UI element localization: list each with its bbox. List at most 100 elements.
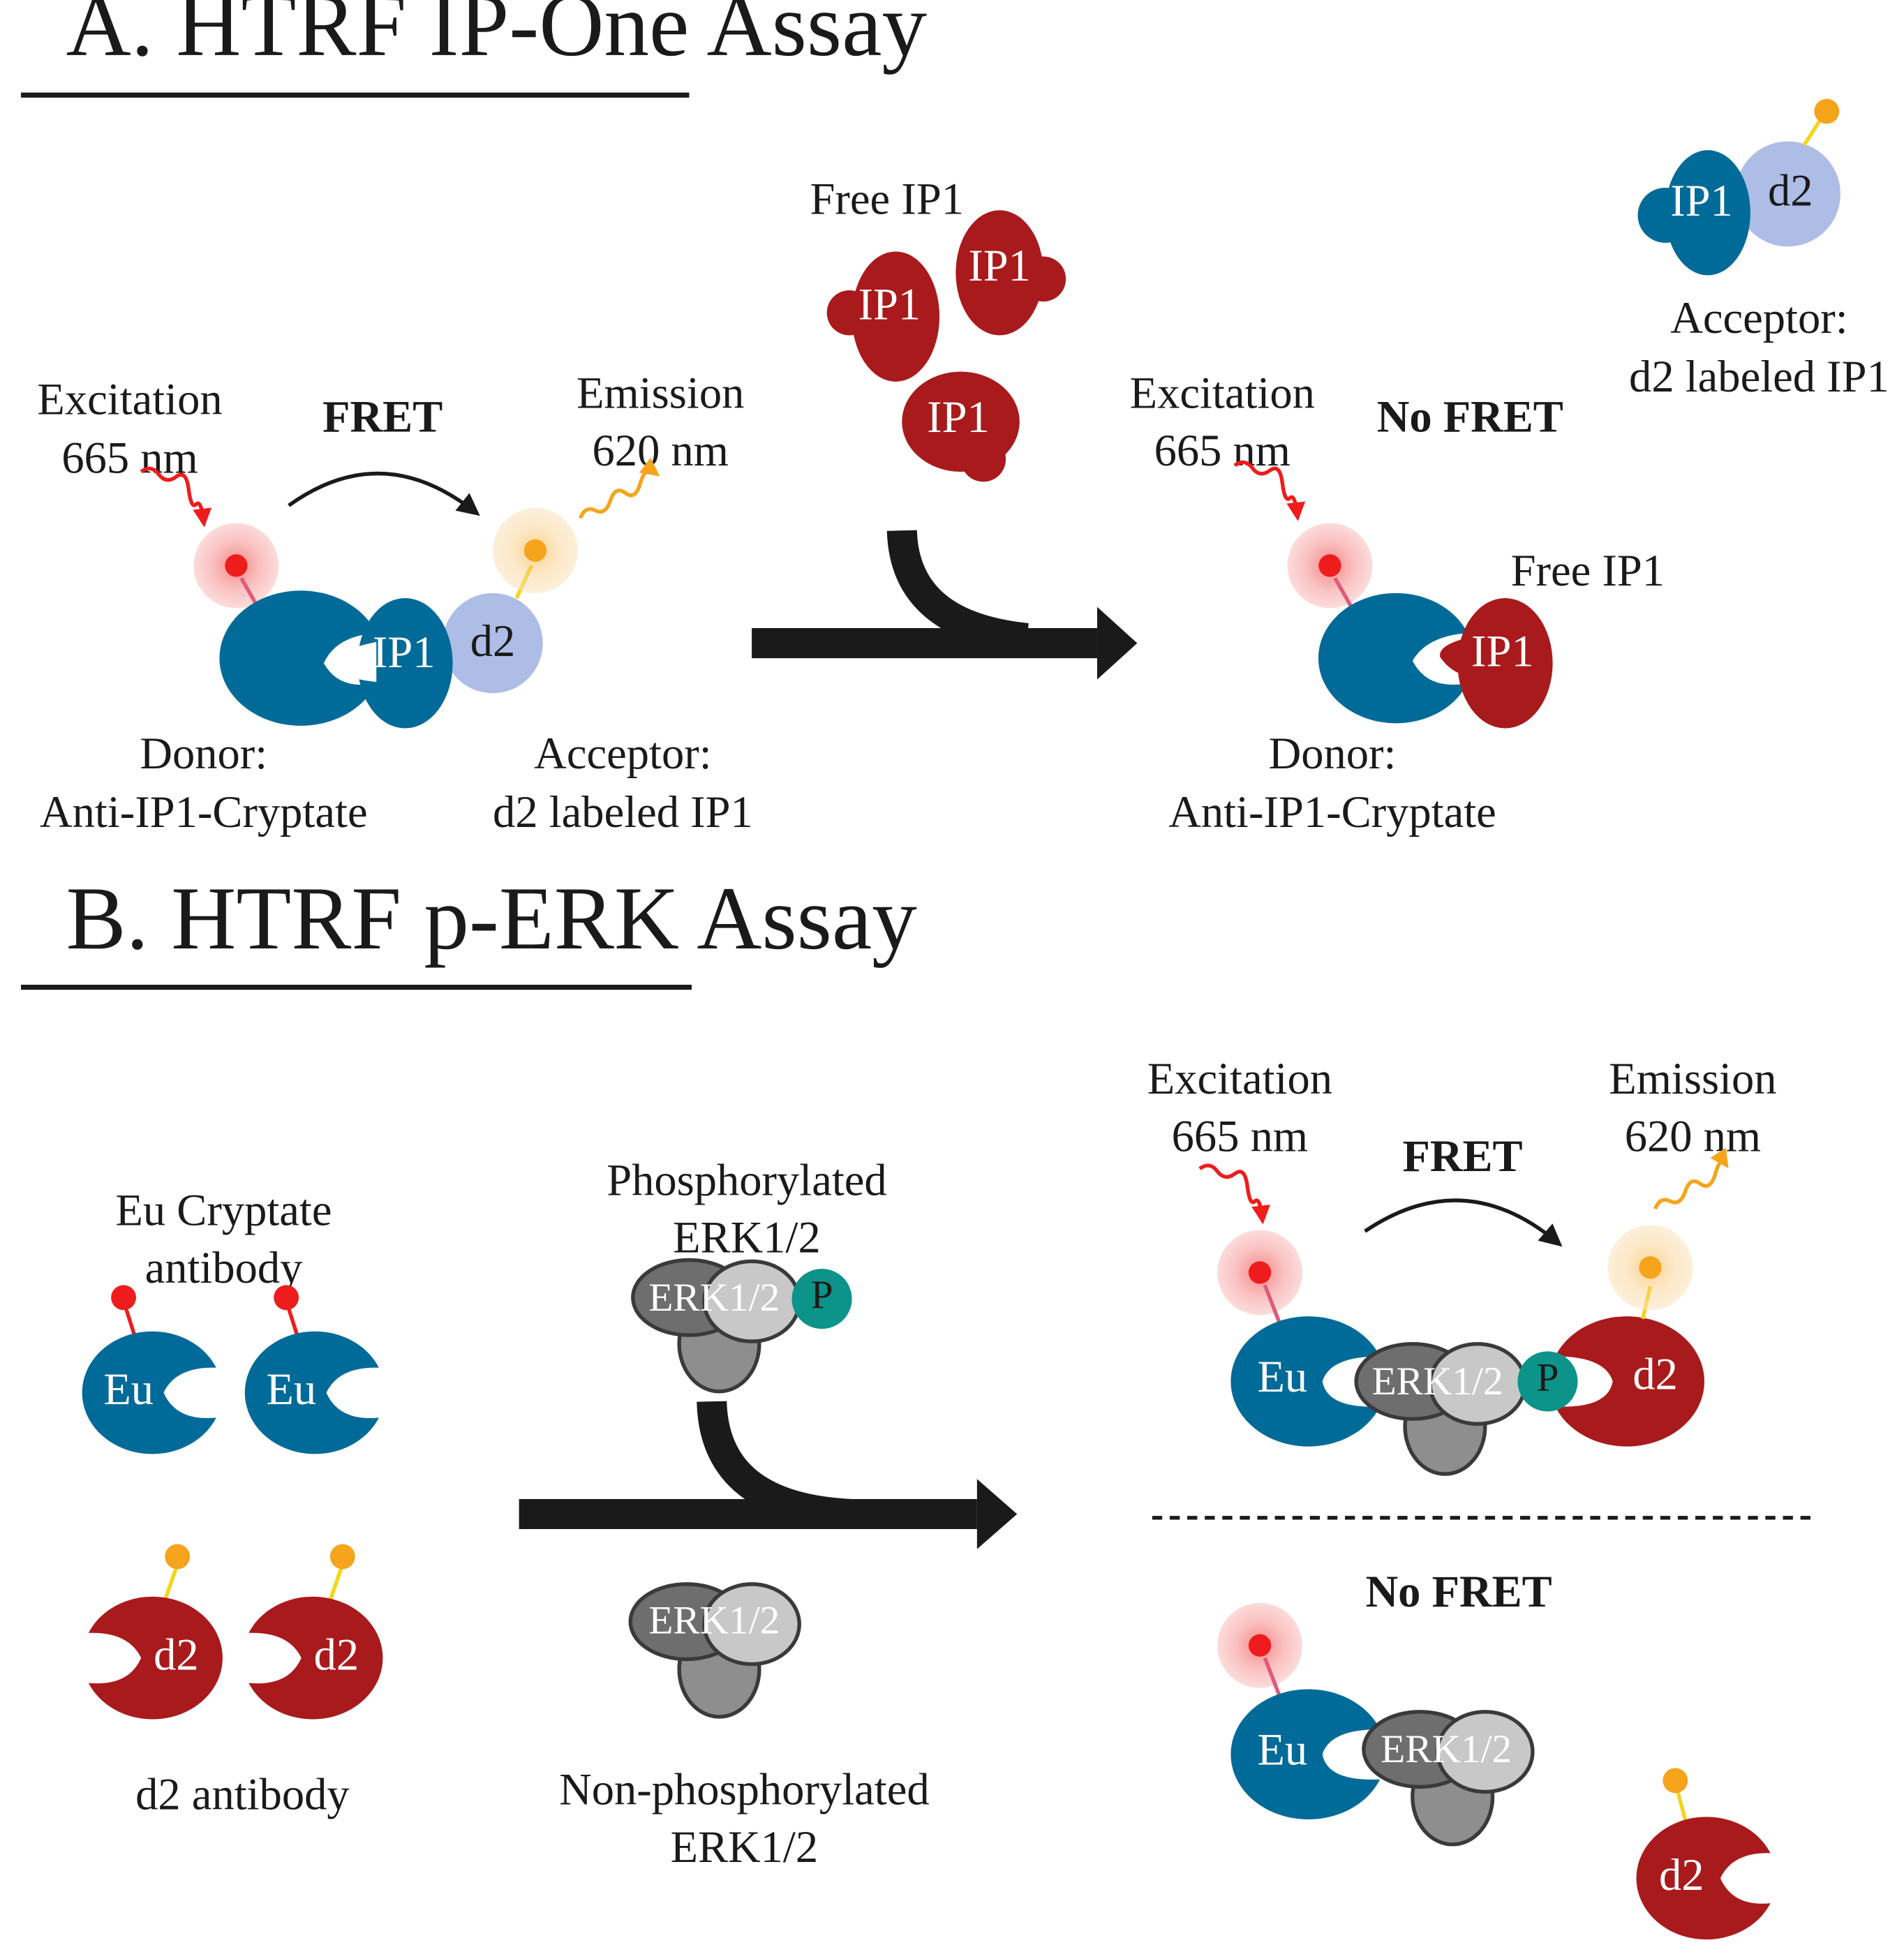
a-fret-label: FRET bbox=[322, 392, 442, 442]
a-right-donor-antibody-icon bbox=[1318, 593, 1468, 724]
a-acceptor-d2-icon bbox=[442, 593, 543, 694]
panel-a: A. HTRF IP-One Assay Excitation 665 nm F… bbox=[21, 0, 1889, 837]
b-phospho-label-2: ERK1/2 bbox=[673, 1212, 821, 1262]
b-d2-acceptor-icon bbox=[1555, 1316, 1704, 1447]
a-ip1-notch-icon bbox=[329, 641, 377, 683]
b-nf-donor-fluorophore-icon bbox=[1248, 1634, 1272, 1657]
b-eu-antibody: Eu bbox=[244, 1285, 379, 1454]
b-excitation-label: Excitation bbox=[1147, 1053, 1332, 1103]
b-donor-fluorophore-icon bbox=[1248, 1261, 1272, 1284]
b-complex-p-icon bbox=[1517, 1351, 1578, 1412]
a-legend-acceptor-name: d2 labeled IP1 bbox=[1629, 351, 1889, 401]
a-acceptor-name: d2 labeled IP1 bbox=[493, 787, 753, 837]
b-complex-erk-molecule: ERK1/2 bbox=[1354, 1341, 1527, 1476]
b-nonphospho-label: Non-phosphorylated bbox=[559, 1764, 930, 1814]
b-eu-cryptate-label-2: antibody bbox=[145, 1242, 304, 1292]
b-d2-acceptor-text: d2 bbox=[1632, 1349, 1678, 1399]
a-right-excitation-label: Excitation bbox=[1130, 368, 1315, 418]
a-right-donor-name: Anti-IP1-Cryptate bbox=[1168, 787, 1496, 837]
a-bound-free-ip1-molecule: IP1 bbox=[1440, 598, 1553, 729]
a-reaction-arrowhead-icon bbox=[1096, 606, 1138, 680]
b-phospho-erk-text: ERK1/2 bbox=[648, 1276, 780, 1320]
b-nf-donor-linker-icon bbox=[1263, 1657, 1282, 1698]
b-d2-text-1: d2 bbox=[154, 1629, 199, 1679]
b-d2-antibody: d2 bbox=[248, 1544, 383, 1720]
b-complex-erk-text: ERK1/2 bbox=[1372, 1359, 1503, 1403]
a-acceptor-fluorophore-icon bbox=[523, 539, 547, 562]
a-excitation-label: Excitation bbox=[37, 373, 222, 424]
a-excitation-wavelength: 665 nm bbox=[61, 433, 198, 483]
b-excitation-wavelength: 665 nm bbox=[1172, 1111, 1308, 1161]
a-legend-d2-text: d2 bbox=[1768, 165, 1813, 216]
a-donor-name: Anti-IP1-Cryptate bbox=[40, 787, 368, 837]
a-free-ip1-molecule: IP1 bbox=[955, 210, 1066, 336]
b-emission-label: Emission bbox=[1609, 1053, 1776, 1103]
b-acceptor-fluorophore-icon bbox=[1639, 1256, 1662, 1279]
a-donor-antibody-icon bbox=[219, 590, 377, 726]
b-phospho-p-text: P bbox=[811, 1273, 833, 1317]
panel-a-heading: A. HTRF IP-One Assay bbox=[66, 0, 928, 75]
panel-b-heading: B. HTRF p-ERK Assay bbox=[66, 868, 918, 968]
a-no-fret-label: No FRET bbox=[1377, 392, 1563, 442]
a-legend-acceptor: IP1 d2 bbox=[1637, 98, 1840, 276]
a-fret-arrow-icon bbox=[288, 471, 480, 516]
a-free-ip1-molecule: IP1 bbox=[826, 251, 940, 382]
a-free-ip1-bound-label: Free IP1 bbox=[1511, 545, 1665, 595]
a-legend-fluorophore-icon bbox=[1814, 98, 1840, 124]
b-nonphospho-label-2: ERK1/2 bbox=[671, 1821, 819, 1872]
a-emission-wavelength: 620 nm bbox=[593, 425, 729, 475]
b-nf-d2-text: d2 bbox=[1659, 1849, 1704, 1900]
b-reaction-arrowhead-icon bbox=[976, 1479, 1018, 1549]
b-eu-text-1: Eu bbox=[103, 1364, 154, 1414]
b-no-fret-label: No FRET bbox=[1366, 1566, 1552, 1616]
a-acceptor-ip1-icon bbox=[357, 598, 453, 729]
a-free-ip1-molecule: IP1 bbox=[902, 371, 1020, 482]
b-emission-squiggle-icon bbox=[1653, 1147, 1729, 1210]
b-reaction-curve-icon bbox=[697, 1401, 853, 1529]
b-fret-label: FRET bbox=[1402, 1131, 1522, 1181]
a-free-ip1-text-2: IP1 bbox=[968, 240, 1031, 290]
b-eu-cryptate-label: Eu Cryptate bbox=[115, 1184, 332, 1235]
b-phospho-label: Phosphorylated bbox=[607, 1154, 887, 1205]
b-nf-eu-donor-icon bbox=[1230, 1689, 1381, 1819]
a-donor-fluorophore-icon bbox=[225, 554, 248, 577]
b-nf-erk-text: ERK1/2 bbox=[1381, 1727, 1512, 1771]
b-nf-d2-antibody: d2 bbox=[1636, 1768, 1771, 1940]
b-eu-text-2: Eu bbox=[266, 1364, 316, 1414]
b-d2-antibody: d2 bbox=[88, 1544, 223, 1720]
a-reaction-curve-icon bbox=[886, 530, 1029, 653]
b-d2-antibody-label: d2 antibody bbox=[135, 1769, 350, 1819]
a-right-donor-fluorophore-icon bbox=[1318, 554, 1341, 577]
a-right-excitation-wavelength: 665 nm bbox=[1154, 425, 1291, 475]
b-phospho-p-icon bbox=[791, 1269, 852, 1329]
b-phospho-erk-molecule: ERK1/2 P bbox=[631, 1258, 852, 1394]
a-ip1-text: IP1 bbox=[373, 627, 436, 677]
b-excitation-squiggle-icon bbox=[1198, 1163, 1270, 1225]
b-emission-wavelength: 620 nm bbox=[1625, 1111, 1761, 1161]
b-eu-donor-icon bbox=[1230, 1316, 1381, 1447]
a-d2-text: d2 bbox=[470, 616, 516, 666]
a-free-ip1-label: Free IP1 bbox=[810, 174, 964, 224]
a-free-ip1-text-1: IP1 bbox=[858, 279, 921, 329]
b-eu-antibody: Eu bbox=[82, 1285, 216, 1454]
a-legend-acceptor-label: Acceptor: bbox=[1670, 292, 1847, 343]
b-nf-erk-molecule: ERK1/2 bbox=[1362, 1710, 1535, 1847]
b-nonphospho-erk-text: ERK1/2 bbox=[648, 1598, 780, 1642]
a-acceptor-label: Acceptor: bbox=[534, 728, 711, 778]
b-eu-donor-text: Eu bbox=[1257, 1351, 1307, 1401]
a-emission-label: Emission bbox=[577, 368, 744, 418]
b-d2-text-2: d2 bbox=[314, 1629, 359, 1679]
b-nf-eu-donor-text: Eu bbox=[1257, 1724, 1307, 1775]
b-fret-arrow-icon bbox=[1364, 1198, 1563, 1247]
a-right-donor-label: Donor: bbox=[1269, 728, 1397, 778]
b-complex-p-text: P bbox=[1536, 1356, 1559, 1400]
a-bound-ip1-text: IP1 bbox=[1471, 625, 1534, 676]
a-donor-label: Donor: bbox=[140, 728, 267, 778]
a-emission-squiggle-icon bbox=[578, 457, 660, 519]
a-free-ip1-text-3: IP1 bbox=[927, 392, 990, 442]
b-donor-linker-icon bbox=[1263, 1284, 1282, 1325]
panel-b: B. HTRF p-ERK Assay Eu Cryptate antibody… bbox=[21, 868, 1816, 1940]
a-right-excitation-squiggle-icon bbox=[1233, 460, 1306, 521]
b-nonphospho-erk-molecule: ERK1/2 bbox=[628, 1582, 801, 1719]
